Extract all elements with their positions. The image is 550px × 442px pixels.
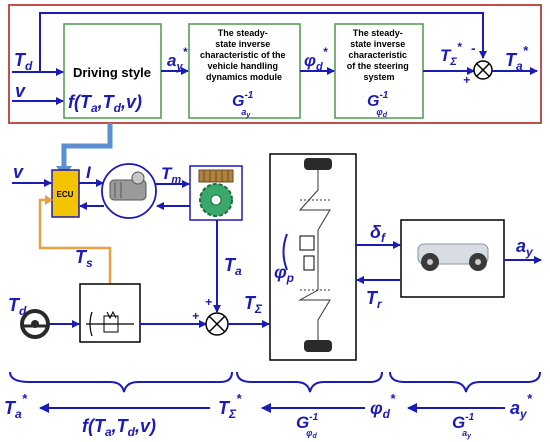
driving-style-title: Driving style bbox=[73, 65, 151, 80]
phi-p-label: φp bbox=[274, 262, 294, 285]
torsion-spring bbox=[106, 310, 117, 320]
mid-sum-cross-b bbox=[208, 315, 226, 333]
mid-td-label: Td bbox=[8, 295, 27, 318]
tm-label: Tm bbox=[161, 164, 181, 186]
torsion-rotation-arrow bbox=[89, 311, 93, 337]
top-sum-cross-b bbox=[476, 63, 490, 77]
mid-ay-label: ay bbox=[516, 236, 534, 259]
top-t-sigma-star-label: TΣ* bbox=[440, 40, 463, 68]
brace-driver bbox=[9, 371, 233, 393]
motor-cap-shape bbox=[131, 171, 145, 185]
delta-f-label: δf bbox=[370, 222, 386, 245]
td-feedforward-path bbox=[39, 12, 487, 72]
steering-inverse-box bbox=[334, 23, 424, 119]
driving-style-function: f(Ta,Td,v) bbox=[68, 92, 142, 115]
brace-vehicle bbox=[389, 371, 541, 393]
steering-inverse-text: The steady- state inverse characteristic… bbox=[347, 28, 412, 82]
top-ay-star-label: ay* bbox=[167, 45, 189, 73]
steering-wheel-image bbox=[20, 309, 50, 339]
driving-style-box bbox=[63, 23, 162, 119]
bottom-ay-star-label: ay* bbox=[510, 391, 533, 421]
top-sum-minus: - bbox=[471, 40, 476, 56]
ecu-box bbox=[51, 169, 80, 218]
top-phi-d-star-label: φd* bbox=[304, 45, 329, 73]
bottom-ta-star-label: Ta* bbox=[4, 391, 28, 421]
bottom-function-label: f(Ta,Td,v) bbox=[82, 416, 156, 439]
ta-label: Ta bbox=[224, 255, 242, 278]
mid-v-label: v bbox=[13, 162, 24, 182]
motor-body-shape bbox=[109, 179, 147, 201]
linkage-dashed bbox=[300, 199, 330, 291]
bottom-t-sigma-label: TΣ* bbox=[218, 391, 242, 421]
front-tire-top bbox=[304, 158, 332, 170]
ts-feedback-path bbox=[38, 198, 112, 284]
sum-plus-left: + bbox=[192, 309, 199, 323]
command-bus-path bbox=[61, 123, 113, 170]
worm-wheel-hub bbox=[210, 194, 222, 206]
mid-t-sigma-label: TΣ bbox=[244, 293, 263, 316]
vehicle-inverse-text: The steady- state inverse characteristic… bbox=[200, 28, 288, 82]
pinion-shape bbox=[299, 235, 315, 251]
tr-label: Tr bbox=[366, 288, 383, 311]
bottom-phi-d-label: φd* bbox=[370, 391, 396, 421]
top-td-label: Td bbox=[14, 50, 33, 73]
current-label: I bbox=[86, 163, 92, 182]
top-v-label: v bbox=[15, 81, 26, 101]
ts-label: Ts bbox=[75, 247, 93, 270]
front-tire-bottom bbox=[304, 340, 332, 352]
ts-arrowhead bbox=[45, 195, 53, 205]
rack-spring-shape bbox=[303, 255, 315, 271]
top-sum-plus: + bbox=[463, 73, 470, 87]
vehicle-hub-rear bbox=[475, 259, 481, 265]
sum-plus-top: + bbox=[205, 295, 212, 309]
top-ta-star-label: Ta* bbox=[505, 43, 529, 73]
vehicle-inverse-box bbox=[188, 23, 301, 119]
torsion-bar-box bbox=[79, 283, 141, 343]
ecu-label: ECU bbox=[57, 190, 74, 199]
phi-p-rotation-arrow bbox=[282, 233, 288, 271]
brace-steering bbox=[236, 371, 383, 393]
vehicle-hub-front bbox=[427, 259, 433, 265]
